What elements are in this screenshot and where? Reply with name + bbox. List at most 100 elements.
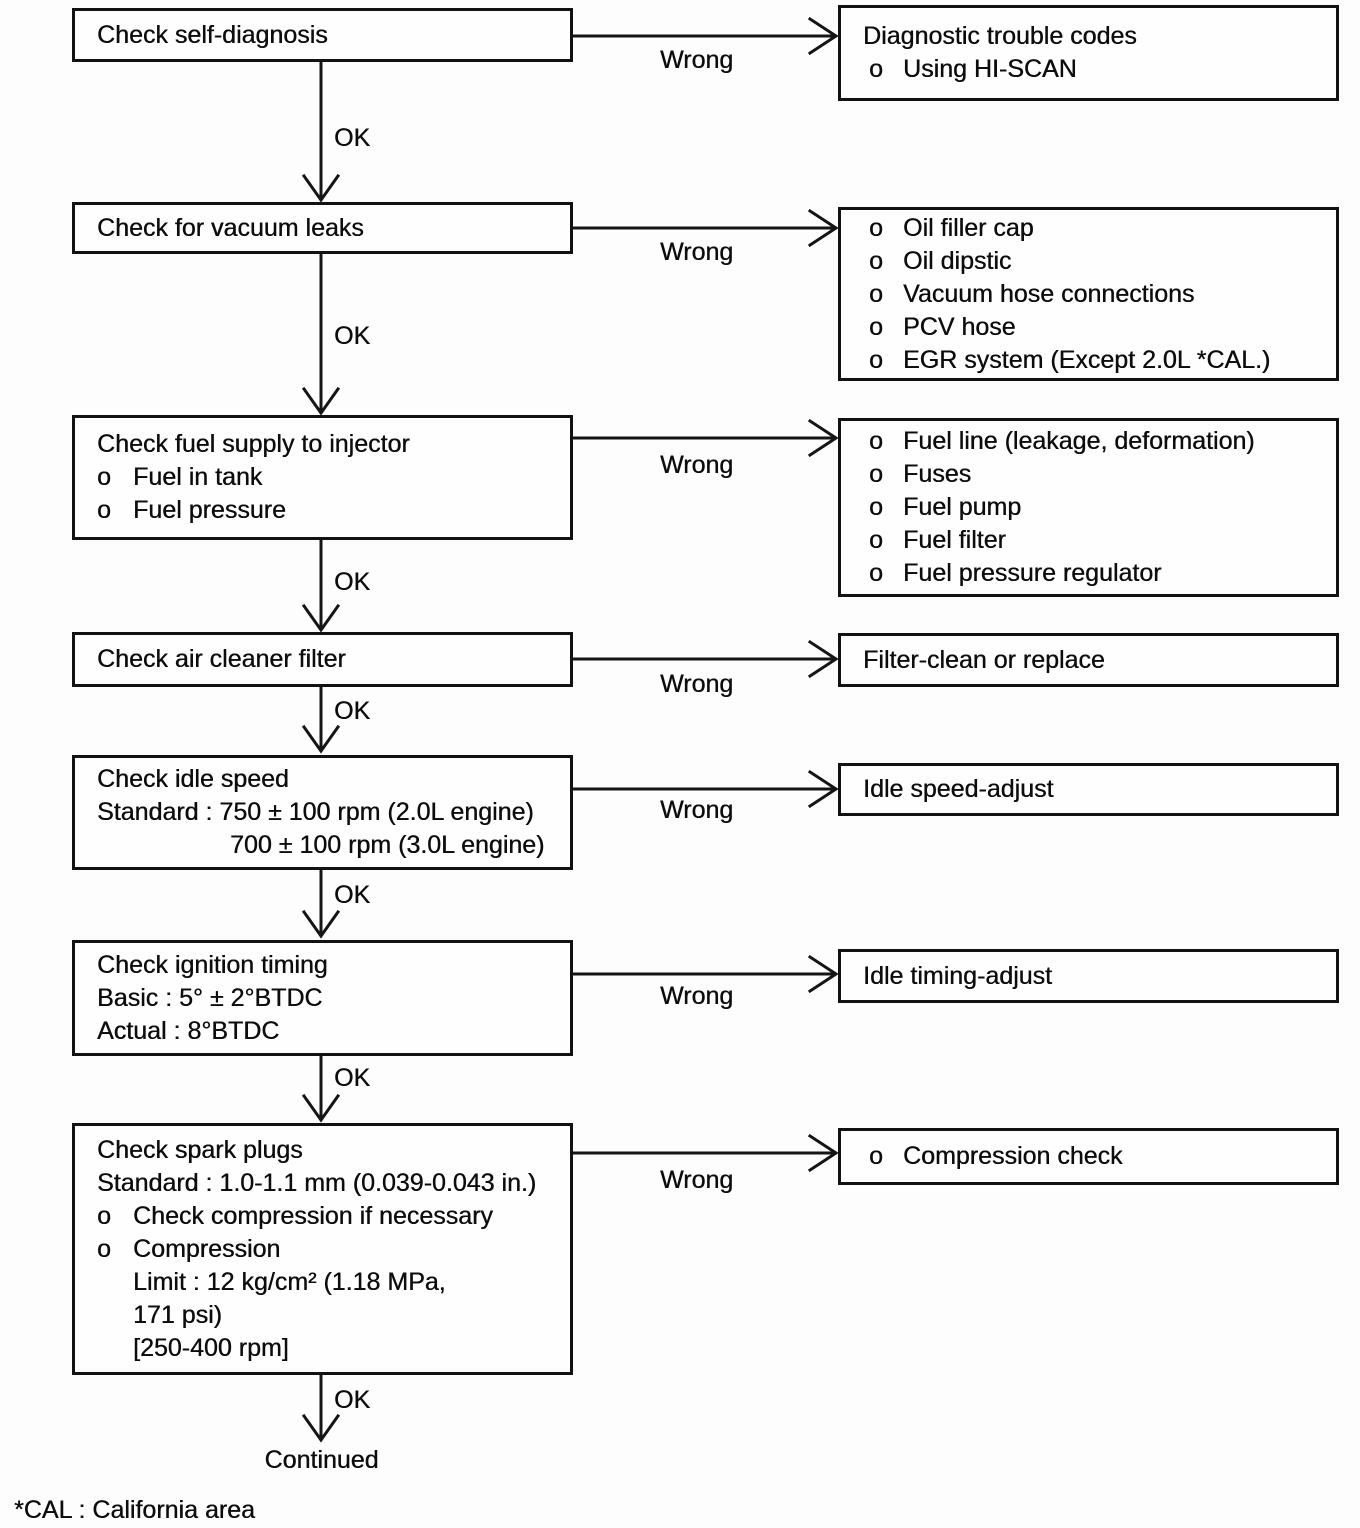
bullet-marker: o [869, 460, 883, 488]
bullet-marker: o [869, 526, 883, 554]
remedy-item-text: Fuel pump [903, 493, 1022, 521]
remedy-item-text: Fuses [903, 460, 972, 488]
remedy-box-compression: o Compression check [838, 1128, 1339, 1185]
remedy-box-idle-timing: Idle timing-adjust [838, 949, 1339, 1003]
remedy-item-text: Oil dipstic [903, 246, 1012, 275]
wrong-label: Wrong [660, 451, 734, 479]
ok-arrow-4 [301, 685, 341, 754]
check-line: Check fuel supply to injector [97, 430, 410, 458]
check-item: o Compression [97, 1233, 570, 1266]
ok-label: OK [334, 1386, 371, 1414]
bullet-marker: o [869, 345, 883, 374]
remedy-line: Diagnostic trouble codes [863, 22, 1137, 50]
check-item: o Fuel in tank [97, 461, 570, 494]
remedy-box-diagnostic-codes: Diagnostic trouble codes o Using HI-SCAN [838, 5, 1339, 101]
ok-label: OK [334, 124, 371, 152]
wrong-arrow-1 [569, 16, 839, 56]
check-item-text: Fuel in tank [133, 463, 263, 491]
check-box-air-cleaner: Check air cleaner filter [72, 632, 573, 687]
ok-arrow-1 [301, 60, 341, 203]
check-item: o Fuel pressure [97, 494, 570, 527]
check-line: 171 psi) [133, 1300, 222, 1329]
check-line: Check self-diagnosis [97, 20, 328, 49]
check-box-vacuum-leaks: Check for vacuum leaks [72, 202, 573, 254]
ok-arrow-5 [301, 868, 341, 939]
remedy-item-text: Oil filler cap [903, 213, 1034, 242]
check-line: Check spark plugs [97, 1135, 303, 1164]
remedy-item: o PCV hose [863, 311, 1336, 344]
ok-label: OK [334, 697, 371, 725]
remedy-item: o Fuel filter [863, 524, 1336, 557]
ok-label: OK [334, 568, 371, 596]
remedy-box-idle-speed: Idle speed-adjust [838, 763, 1339, 816]
bullet-marker: o [869, 493, 883, 521]
ok-label: OK [334, 322, 371, 350]
bullet-marker: o [97, 463, 111, 491]
bullet-marker: o [869, 1142, 883, 1170]
bullet-marker: o [97, 1201, 111, 1230]
bullet-marker: o [869, 427, 883, 455]
remedy-item-text: Vacuum hose connections [903, 279, 1195, 308]
ok-arrow-2 [301, 251, 341, 416]
check-line: Check idle speed [97, 765, 289, 793]
check-line: Check for vacuum leaks [97, 213, 364, 242]
remedy-box-filter: Filter-clean or replace [838, 633, 1339, 687]
wrong-arrow-3 [569, 418, 839, 458]
check-line: 700 ± 100 rpm (3.0L engine) [230, 831, 545, 859]
remedy-item-text: EGR system (Except 2.0L *CAL.) [903, 345, 1271, 374]
check-item: o Check compression if necessary [97, 1200, 570, 1233]
remedy-item-text: Fuel line (leakage, deformation) [903, 427, 1255, 455]
wrong-arrow-2 [569, 208, 839, 248]
check-box-idle-speed: Check idle speed Standard : 750 ± 100 rp… [72, 755, 573, 870]
remedy-item-text: Compression check [903, 1142, 1123, 1170]
remedy-item: o EGR system (Except 2.0L *CAL.) [863, 344, 1336, 377]
remedy-item: o Oil dipstic [863, 245, 1336, 278]
check-line: Standard : 750 ± 100 rpm (2.0L engine) [97, 798, 534, 826]
remedy-item: o Fuel pump [863, 491, 1336, 524]
remedy-item: o Using HI-SCAN [863, 53, 1336, 86]
bullet-marker: o [869, 213, 883, 242]
wrong-label: Wrong [660, 46, 734, 74]
bullet-marker: o [869, 55, 883, 83]
check-box-spark-plugs: Check spark plugs Standard : 1.0-1.1 mm … [72, 1123, 573, 1375]
ok-label: OK [334, 881, 371, 909]
check-line: [250-400 rpm] [133, 1333, 289, 1362]
remedy-item: o Oil filler cap [863, 212, 1336, 245]
check-line: Basic : 5° ± 2°BTDC [97, 983, 323, 1012]
remedy-item-text: Using HI-SCAN [903, 55, 1077, 83]
bullet-marker: o [97, 1234, 111, 1263]
bullet-marker: o [869, 312, 883, 341]
continued-label: Continued [264, 1446, 379, 1474]
wrong-label: Wrong [660, 670, 734, 698]
check-item-text: Fuel pressure [133, 496, 286, 524]
wrong-arrow-4 [569, 639, 839, 679]
check-line: Actual : 8°BTDC [97, 1016, 280, 1045]
check-line: Check air cleaner filter [97, 645, 346, 673]
bullet-marker: o [869, 246, 883, 275]
remedy-item-text: Fuel filter [903, 526, 1006, 554]
check-box-ignition-timing: Check ignition timing Basic : 5° ± 2°BTD… [72, 940, 573, 1056]
check-item-text: Check compression if necessary [133, 1201, 493, 1230]
remedy-item-text: PCV hose [903, 312, 1016, 341]
bullet-marker: o [97, 496, 111, 524]
check-box-self-diagnosis: Check self-diagnosis [72, 8, 573, 62]
check-line: Standard : 1.0-1.1 mm (0.039-0.043 in.) [97, 1168, 537, 1197]
remedy-item: o Fuel line (leakage, deformation) [863, 425, 1336, 458]
wrong-label: Wrong [660, 238, 734, 266]
ok-arrow-7 [301, 1373, 341, 1443]
bullet-marker: o [869, 559, 883, 587]
wrong-label: Wrong [660, 796, 734, 824]
wrong-arrow-5 [569, 769, 839, 809]
footnote-cal: *CAL : California area [14, 1496, 255, 1524]
ok-arrow-6 [301, 1054, 341, 1123]
remedy-line: Idle timing-adjust [863, 961, 1052, 990]
check-line: Check ignition timing [97, 950, 328, 979]
check-item-text: Compression [133, 1234, 281, 1263]
remedy-line: Idle speed-adjust [863, 775, 1054, 803]
remedy-line: Filter-clean or replace [863, 645, 1105, 674]
